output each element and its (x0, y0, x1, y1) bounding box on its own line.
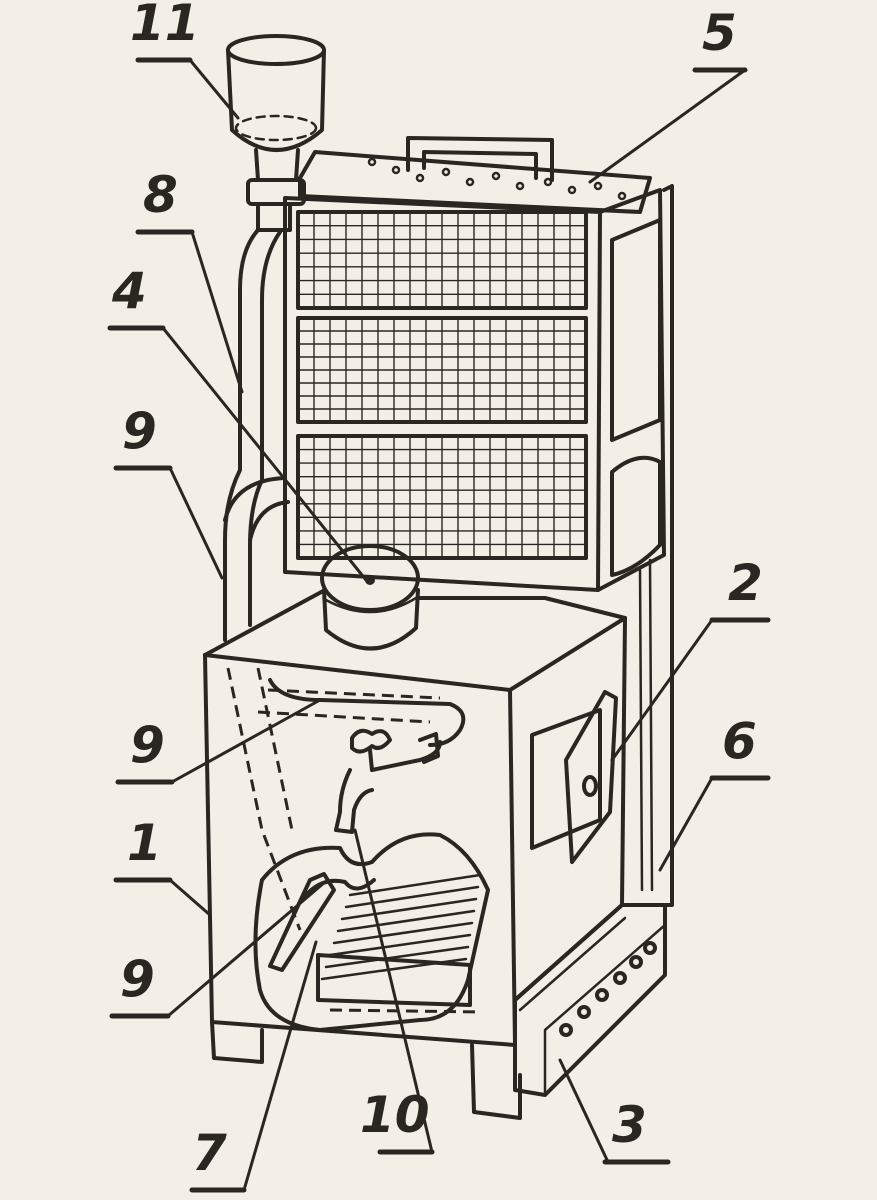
callout-3: 3 (602, 1096, 671, 1165)
callout-label: 8 (143, 166, 178, 224)
callout-9-lower: 9 (109, 950, 171, 1019)
callout-5: 5 (692, 4, 748, 73)
rear-stand (638, 184, 674, 907)
grate-cutaway (253, 832, 490, 1032)
funnel (226, 34, 326, 232)
callout-7: 7 (189, 1124, 247, 1193)
callout-2: 2 (709, 554, 771, 623)
callout-label: 3 (612, 1096, 647, 1154)
callout-label: 11 (130, 0, 200, 52)
callout-9-middle: 9 (115, 716, 175, 785)
ash-drawer (513, 903, 667, 1097)
callout-label: 1 (127, 814, 162, 872)
water-tap (334, 728, 442, 834)
callout-10: 10 (360, 1086, 435, 1155)
leader-lines (161, 58, 747, 1192)
grille-mesh (298, 212, 586, 558)
callout-label: 10 (360, 1086, 430, 1144)
callout-label: 9 (130, 716, 165, 774)
lid-perforations (367, 157, 627, 201)
callout-label: 9 (122, 402, 157, 460)
callout-9-upper: 9 (113, 402, 173, 471)
callout-1: 1 (113, 814, 173, 883)
firebox-door (530, 690, 618, 864)
callout-4: 4 (107, 262, 166, 331)
callout-label: 9 (120, 950, 155, 1008)
pipes (223, 228, 290, 642)
callout-label: 5 (702, 4, 737, 62)
radiator-panel (283, 136, 666, 592)
firebox-body (203, 588, 627, 1120)
callout-6: 6 (709, 712, 771, 781)
callout-label: 2 (728, 554, 763, 612)
callout-label: 7 (192, 1124, 227, 1182)
callout-label: 4 (111, 262, 147, 320)
callout-11: 11 (130, 0, 200, 63)
callout-label: 6 (722, 712, 757, 770)
callout-8: 8 (135, 166, 195, 235)
filler-cap (320, 544, 420, 651)
